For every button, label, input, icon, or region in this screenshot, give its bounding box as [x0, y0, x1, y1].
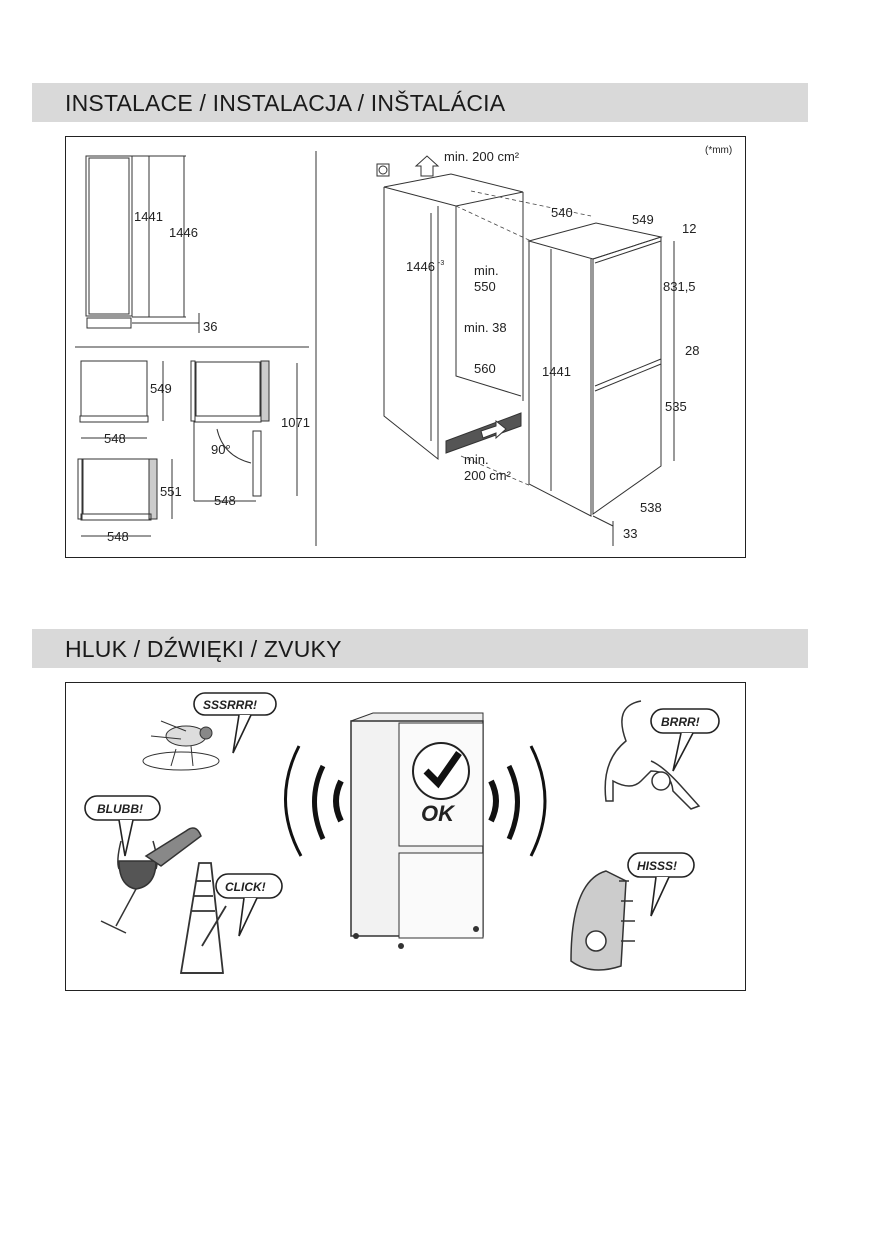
bubble-metronome: CLICK!: [215, 873, 283, 937]
dim-548-b: 548: [107, 529, 129, 544]
dim-vent-bottom-label: min.: [464, 452, 489, 467]
bubble-fly-text: SSSRRR!: [203, 698, 257, 712]
appliance-drawing: [527, 222, 675, 546]
bubble-metronome-text: CLICK!: [225, 880, 266, 894]
wine-glass-icon: [100, 827, 202, 934]
dim-tolerance: -3: [438, 260, 444, 267]
fly-icon: [142, 720, 220, 771]
dim-560: 560: [474, 361, 496, 376]
dim-550: 550: [474, 279, 496, 294]
dim-1441: 1441: [134, 209, 163, 224]
ok-label: OK: [421, 801, 456, 826]
bubble-iron: HISSS!: [627, 852, 695, 917]
noise-header: HLUK / DŹWIĘKI / ZVUKY: [32, 629, 808, 668]
top-view-drawings: [77, 360, 298, 537]
dim-548-a: 548: [104, 431, 126, 446]
dim-549-top: 549: [150, 381, 172, 396]
noise-title: HLUK / DŹWIĘKI / ZVUKY: [65, 636, 342, 662]
cat-icon: [604, 700, 701, 810]
dim-540: 540: [551, 205, 573, 220]
dim-831-5: 831,5: [663, 279, 696, 294]
dim-535: 535: [665, 399, 687, 414]
bubble-iron-text: HISSS!: [637, 859, 677, 873]
dim-vent-top: min. 200 cm²: [444, 149, 520, 164]
noise-illustration: OK SSSRRR! BRRR! BLUBB!: [65, 682, 746, 991]
fridge-illustration: [350, 712, 484, 949]
bubble-cat: BRRR!: [650, 708, 720, 772]
dim-1071: 1071: [281, 415, 310, 430]
dim-1441-appliance: 1441: [542, 364, 571, 379]
dim-538: 538: [640, 500, 662, 515]
bubble-cat-text: BRRR!: [661, 715, 700, 729]
installation-header: INSTALACE / INSTALACJA / INŠTALÁCIA: [32, 83, 808, 122]
dim-551: 551: [160, 484, 182, 499]
dim-28: 28: [685, 343, 699, 358]
side-view-drawing: [85, 155, 200, 333]
dim-1446: 1446: [169, 225, 198, 240]
unit-note: (*mm): [705, 145, 732, 156]
bubble-wine-text: BLUBB!: [97, 802, 143, 816]
metronome-icon: [179, 862, 227, 974]
dim-min-label: min.: [474, 263, 499, 278]
sound-waves-icon: [284, 745, 547, 857]
dim-33: 33: [623, 526, 637, 541]
dim-90deg: 90°: [211, 442, 231, 457]
installation-diagram: (*mm) 1441 1446 36 549 548: [65, 136, 746, 558]
dim-vent-bottom: 200 cm²: [464, 468, 512, 483]
installation-title: INSTALACE / INSTALACJA / INŠTALÁCIA: [65, 90, 506, 116]
steam-iron-icon: [570, 870, 635, 971]
dim-549-appliance: 549: [632, 212, 654, 227]
dim-min-38: min. 38: [464, 320, 507, 335]
dim-12: 12: [682, 221, 696, 236]
bubble-wine: BLUBB!: [84, 795, 161, 857]
niche-drawing: [376, 155, 592, 487]
dim-36: 36: [203, 319, 217, 334]
dim-548-c: 548: [214, 493, 236, 508]
bubble-fly: SSSRRR!: [193, 692, 277, 754]
dim-1446-niche: 1446: [406, 259, 435, 274]
